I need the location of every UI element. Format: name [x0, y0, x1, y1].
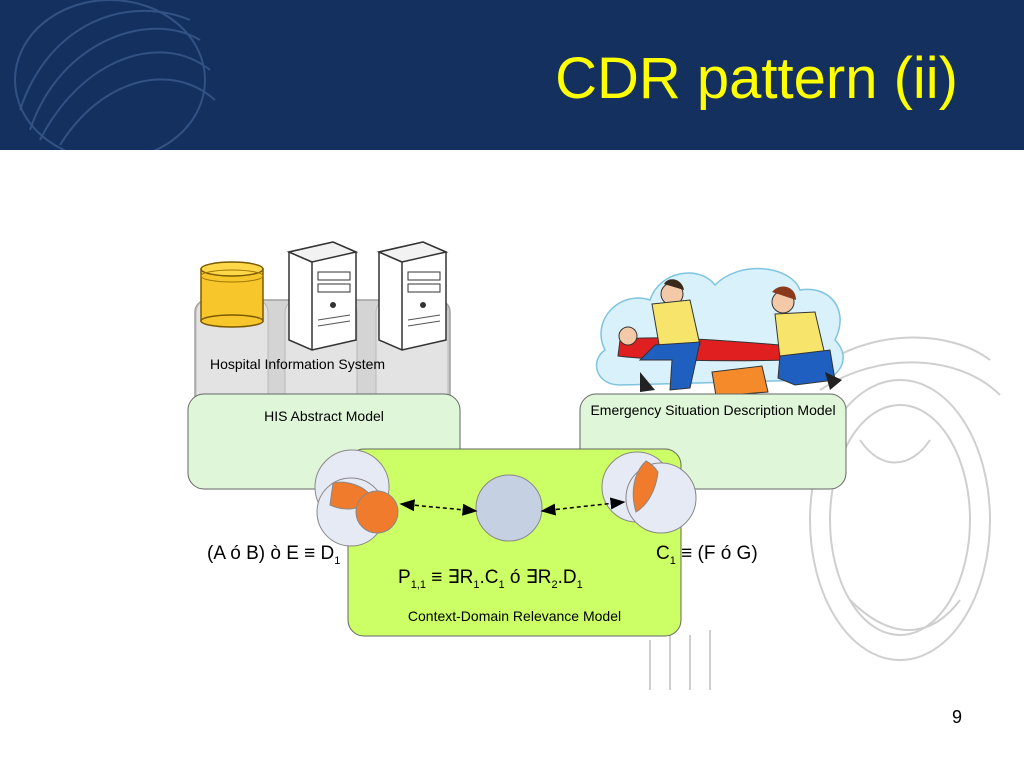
formula-text: ó ∃R	[504, 567, 552, 588]
server-icon	[376, 241, 449, 351]
formula-subscript: 2	[551, 578, 558, 591]
relevance-formula: P1,1 ≡ ∃R1.C1 ó ∃R2.D1	[398, 566, 583, 591]
esd-model-label: Emergency Situation Description Model	[590, 402, 836, 418]
formula-subscript: 1	[576, 578, 583, 591]
his-model-label: HIS Abstract Model	[264, 408, 384, 424]
formula-text: P	[398, 567, 411, 588]
his-system-label: Hospital Information System	[210, 356, 386, 372]
formula-text: ≡ ∃R	[425, 567, 474, 588]
background-engraving-icon	[649, 336, 1001, 690]
formula-text: .C	[479, 567, 499, 588]
cdr-model-label: Context-Domain Relevance Model	[407, 608, 622, 624]
his-concept-formula: (A ó B) ò E ≡ D1	[207, 543, 340, 567]
formula-subscript: 1	[669, 554, 676, 567]
formula-text: .D	[557, 567, 577, 588]
slide-header: CDR pattern (ii)	[0, 0, 1024, 150]
server-icon	[286, 241, 359, 351]
formula-subscript: 1	[334, 554, 341, 567]
swirl-logo-icon	[14, 0, 216, 150]
page-number: 9	[951, 707, 962, 727]
esd-concept-formula: C1 ≡ (F ó G)	[656, 543, 758, 567]
left-mapping-arrow	[399, 499, 478, 516]
formula-subscript: 1	[498, 578, 505, 591]
relevance-circle	[475, 474, 543, 542]
paramedics-illustration-icon	[595, 267, 844, 397]
formula-subscript: 1	[473, 578, 480, 591]
database-icon	[200, 261, 264, 328]
formula-subscript: 1,1	[410, 578, 426, 591]
left-venn-diagram	[314, 449, 399, 547]
slide-title: CDR pattern (ii)	[555, 46, 958, 111]
formula-text: (A ó B) ò E ≡ D	[207, 543, 335, 564]
formula-text: ≡ (F ó G)	[675, 543, 758, 564]
formula-text: C	[656, 543, 670, 564]
